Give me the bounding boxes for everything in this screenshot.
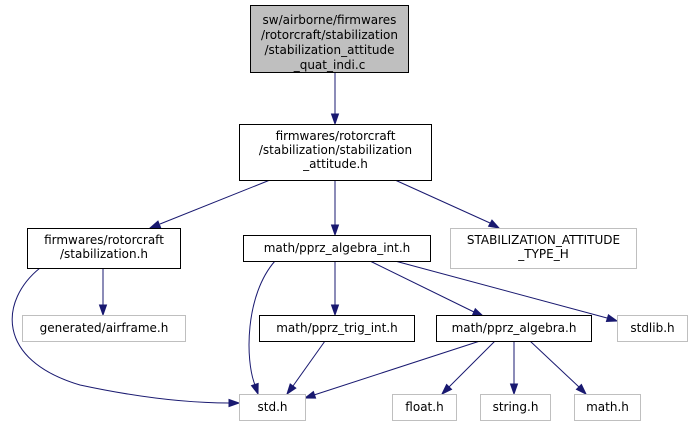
node-pprz-algebra-int[interactable]: math/pprz_algebra_int.h [243,235,431,262]
arrowhead-icon [148,220,162,229]
node-box [480,394,551,421]
node-box [239,124,432,181]
node-label-line: _quat_indi.c [293,58,366,72]
arrowhead-icon [98,304,108,317]
node-pprz-algebra[interactable]: math/pprz_algebra.h [436,315,592,342]
arrowhead-icon [330,224,340,237]
node-label-line: stdlib.h [630,321,674,335]
node-label-line: firmwares/rotorcraft [44,233,164,247]
node-math: math.h [574,394,641,421]
node-label-line: math/pprz_algebra_int.h [264,241,411,255]
node-attitude-type: STABILIZATION_ATTITUDE_TYPE_H [450,228,637,269]
node-label-line: math/pprz_trig_int.h [276,321,398,335]
arrowhead-icon [250,382,259,396]
node-box [436,315,592,342]
node-box [22,315,186,342]
node-source[interactable]: sw/airborne/firmwares/rotorcraft/stabili… [250,5,409,73]
node-box [27,228,181,269]
node-box [259,315,415,342]
node-stdlib: stdlib.h [617,315,688,342]
arrowhead-icon [228,398,241,408]
node-label-line: sw/airborne/firmwares [263,13,397,27]
arrowhead-icon [286,383,297,396]
node-label-line: string.h [493,400,539,414]
node-std: std.h [239,394,306,421]
dependency-edge [394,179,491,224]
node-label-line: /stabilization_attitude [264,43,394,57]
node-label-line: /stabilization.h [60,247,148,261]
graph-edges [11,72,619,408]
node-airframe: generated/airframe.h [22,315,186,342]
arrowhead-icon [330,113,340,126]
arrowhead-icon [303,390,317,399]
node-box [574,394,641,421]
dependency-edge [292,340,326,387]
node-box [239,394,306,421]
node-box [617,315,688,342]
dependency-edge [448,340,496,388]
node-box [250,5,409,73]
node-box [450,228,637,269]
node-label-line: /rotorcraft/stabilization [261,28,398,42]
node-stabilization-h[interactable]: firmwares/rotorcraft/stabilization.h [27,228,181,269]
node-string: string.h [480,394,551,421]
node-label-line: float.h [405,400,443,414]
node-box [392,394,457,421]
dependency-edge [369,260,475,313]
dependency-edge [159,179,271,225]
dependency-edge [394,260,608,319]
node-pprz-trig-int[interactable]: math/pprz_trig_int.h [259,315,415,342]
arrowhead-icon [509,383,519,396]
node-label-line: math.h [586,400,629,414]
dependency-edge [529,340,580,388]
arrowhead-icon [440,383,453,396]
node-label-line: firmwares/rotorcraft [276,129,396,143]
dependency-edge [313,340,481,396]
graph-nodes: sw/airborne/firmwares/rotorcraft/stabili… [22,5,688,421]
node-label-line: math/pprz_algebra.h [452,321,577,335]
node-label-line: /stabilization/stabilization [259,143,412,157]
arrowhead-icon [330,304,340,317]
node-label-line: generated/airframe.h [40,321,169,335]
node-label-line: STABILIZATION_ATTITUDE [467,233,620,247]
node-float: float.h [392,394,457,421]
dependency-edge [11,267,230,404]
node-box [243,235,431,262]
arrowhead-icon [575,383,588,396]
node-label-line: std.h [258,400,288,414]
arrowhead-icon [471,307,485,317]
arrowhead-icon [605,313,619,323]
node-label-line: _TYPE_H [517,247,569,261]
node-stab-attitude-h[interactable]: firmwares/rotorcraft/stabilization/stabi… [239,124,432,181]
node-label-line: _attitude.h [302,157,368,171]
arrowhead-icon [487,219,501,229]
dependency-edge [248,260,276,386]
